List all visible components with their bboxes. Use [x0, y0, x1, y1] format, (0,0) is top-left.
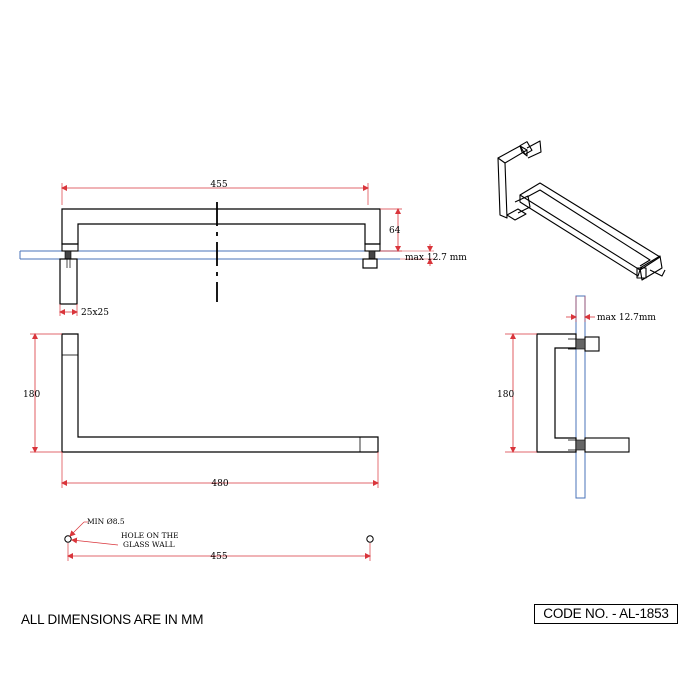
dim-25x25-label: 25x25 [81, 308, 109, 318]
dim-180-left-label: 180 [23, 390, 40, 400]
top-view: 455 64 max 12.7 mm 25x25 [19, 180, 467, 318]
hole-right [366, 535, 374, 543]
glass-wall-right [575, 295, 586, 499]
left-bolt [64, 250, 72, 260]
left-knob [59, 258, 78, 305]
isometric-view [497, 140, 666, 281]
glass-max-label-top: max 12.7 mm [405, 253, 467, 263]
hole-label-line2: GLASS WALL [123, 540, 175, 549]
handle-outline [61, 208, 381, 245]
hole-label-line1: HOLE ON THE [121, 531, 179, 540]
product-code-box: CODE NO. - AL-1853 [534, 604, 678, 624]
hole-left [64, 535, 72, 543]
right-handle-outline [536, 333, 577, 453]
dimensions-note: ALL DIMENSIONS ARE IN MM [21, 612, 204, 627]
handle-foot-right [364, 243, 381, 252]
dim-455-top-label: 455 [210, 180, 227, 190]
side-view: 180 480 [23, 333, 379, 489]
right-knob [362, 258, 378, 269]
dim-455-bottom-label: 455 [210, 552, 227, 562]
l-bar-outline [61, 333, 379, 453]
dim-480-label: 480 [211, 479, 228, 489]
min-diameter-label: MIN Ø8.5 [87, 517, 125, 526]
hole-view: MIN Ø8.5 HOLE ON THE GLASS WALL 455 [64, 517, 374, 562]
glass-max-label-right: max 12.7mm [597, 313, 656, 323]
dim-64-label: 64 [389, 226, 401, 236]
handle-foot-left [61, 243, 79, 252]
dim-180-right-label: 180 [497, 390, 514, 400]
right-view: max 12.7mm 180 [497, 295, 656, 499]
right-bolt [368, 250, 376, 260]
